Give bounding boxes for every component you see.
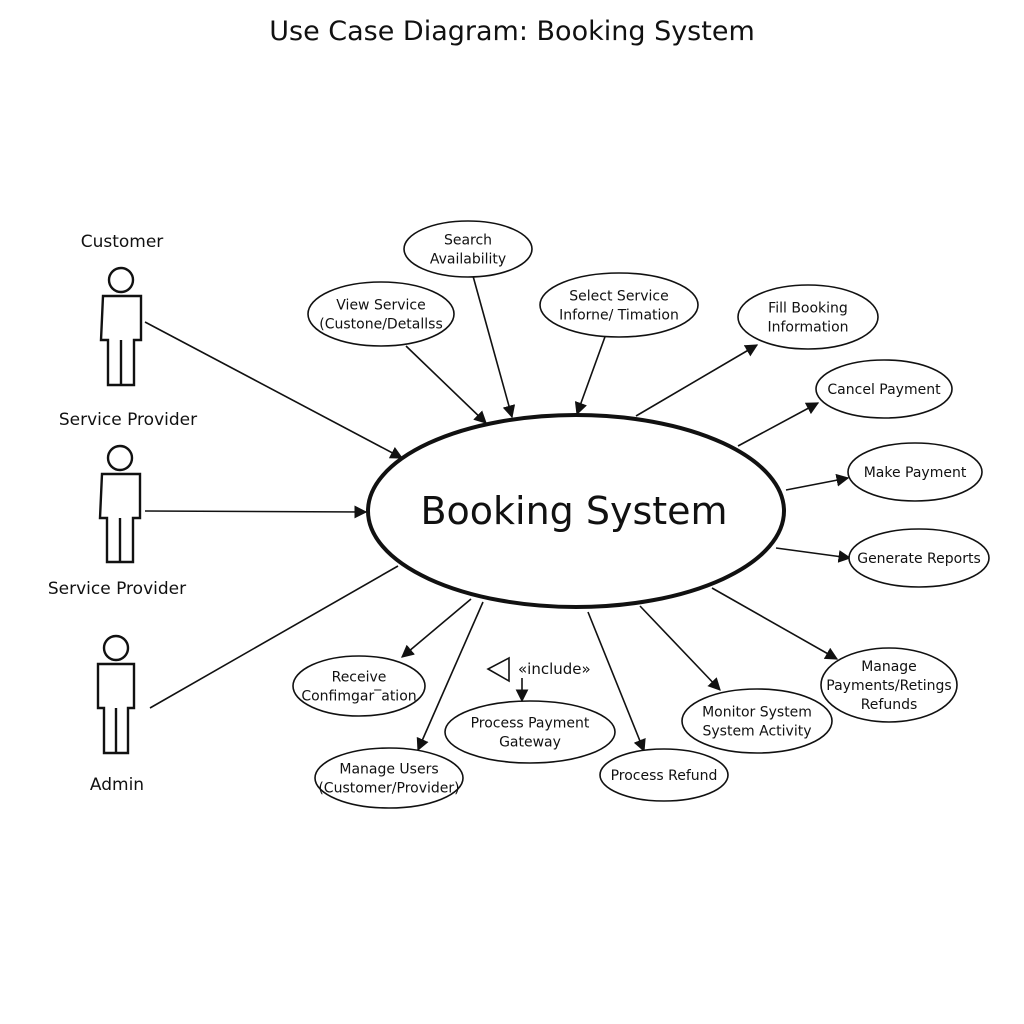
use-case-label: Inforne/ Timation	[559, 308, 679, 324]
diagram-title: Use Case Diagram: Booking System	[269, 16, 755, 47]
actor-service-provider: Service Provider	[59, 410, 197, 430]
use-case-label: Make Payment	[864, 465, 967, 481]
use-case-manage-users[interactable]: Manage Users (Customer/Provider)	[314, 747, 464, 809]
use-case-label: Receive	[332, 670, 387, 686]
line-cancel-payment	[737, 402, 820, 447]
include-label: «include»	[518, 660, 591, 678]
use-case-label: Availability	[430, 252, 506, 268]
use-case-label: Process Payment	[471, 716, 590, 732]
use-case-label: Manage Users	[339, 762, 438, 778]
use-case-ellipse	[848, 528, 990, 588]
actor-admin[interactable]: Admin	[90, 634, 144, 795]
use-case-make-payment[interactable]: Make Payment	[847, 442, 983, 502]
use-case-label: View Service	[336, 298, 425, 314]
line-monitor-system	[639, 605, 721, 691]
use-case-ellipse	[307, 281, 455, 347]
use-case-label: Generate Reports	[857, 551, 981, 567]
use-case-label: Confimgar‾ation	[301, 689, 416, 705]
line-manage-payments	[711, 587, 839, 660]
system-boundary[interactable]	[366, 413, 786, 609]
use-case-label: Cancel Payment	[827, 382, 941, 398]
line-generate-reports	[775, 547, 852, 563]
use-case-ellipse	[539, 272, 699, 338]
use-case-generate-reports[interactable]: Generate Reports	[848, 528, 990, 588]
use-case-ellipse	[820, 647, 958, 723]
use-case-label: Refunds	[861, 697, 918, 713]
use-case-ellipse	[292, 655, 426, 717]
line-search-availability	[472, 275, 516, 419]
line-manage-users	[416, 601, 484, 752]
use-case-label: Monitor System	[702, 705, 812, 721]
use-case-label: Process Refund	[611, 768, 718, 784]
use-case-ellipse	[599, 748, 729, 802]
use-case-ellipse	[314, 747, 464, 809]
use-case-label: (Custone/Detallss	[319, 317, 443, 333]
actor-service-provider-2[interactable]: Service Provider	[48, 444, 186, 599]
actor-label: Customer	[81, 232, 164, 252]
stick-figure-icon	[98, 444, 142, 564]
use-case-ellipse	[444, 700, 616, 764]
actor-customer[interactable]: Customer	[81, 232, 164, 387]
use-case-label: System Activity	[702, 724, 811, 740]
stick-figure-icon	[99, 266, 143, 387]
use-case-label: Information	[767, 320, 848, 336]
association-lines	[144, 275, 852, 753]
use-case-label: Select Service	[569, 289, 668, 305]
line-receive-confirmation	[401, 598, 472, 658]
actor-label: Service Provider	[48, 579, 186, 599]
use-case-ellipse	[737, 284, 879, 350]
line-process-refund	[587, 611, 646, 753]
line-make-payment	[785, 473, 850, 491]
line-provider-system	[144, 505, 368, 519]
line-fill-booking	[635, 344, 759, 417]
system-label: Booking System	[420, 489, 727, 533]
include-triangle-icon	[486, 656, 510, 683]
use-case-label: Fill Booking	[768, 301, 848, 317]
use-case-label: Gateway	[499, 735, 561, 751]
use-case-label: Payments/Retings	[826, 678, 951, 694]
line-customer-system	[144, 321, 404, 459]
use-case-process-refund[interactable]: Process Refund	[599, 748, 729, 802]
use-case-ellipse	[681, 688, 833, 754]
line-admin-system	[149, 565, 399, 709]
use-case-label: Manage	[861, 659, 917, 675]
use-case-label: (Customer/Provider)	[318, 781, 459, 797]
use-case-cancel-payment[interactable]: Cancel Payment	[815, 359, 953, 419]
line-select-service	[574, 333, 607, 416]
actor-label: Admin	[90, 775, 144, 795]
line-view-service	[405, 345, 487, 424]
use-case-view-service[interactable]: View Service (Custone/Detallss	[307, 281, 455, 347]
use-case-label: Search	[444, 233, 492, 249]
use-case-ellipse	[815, 359, 953, 419]
use-case-ellipse	[403, 220, 533, 278]
use-case-ellipse	[847, 442, 983, 502]
actor-label: Service Provider	[59, 410, 197, 430]
stick-figure-icon	[96, 634, 136, 755]
